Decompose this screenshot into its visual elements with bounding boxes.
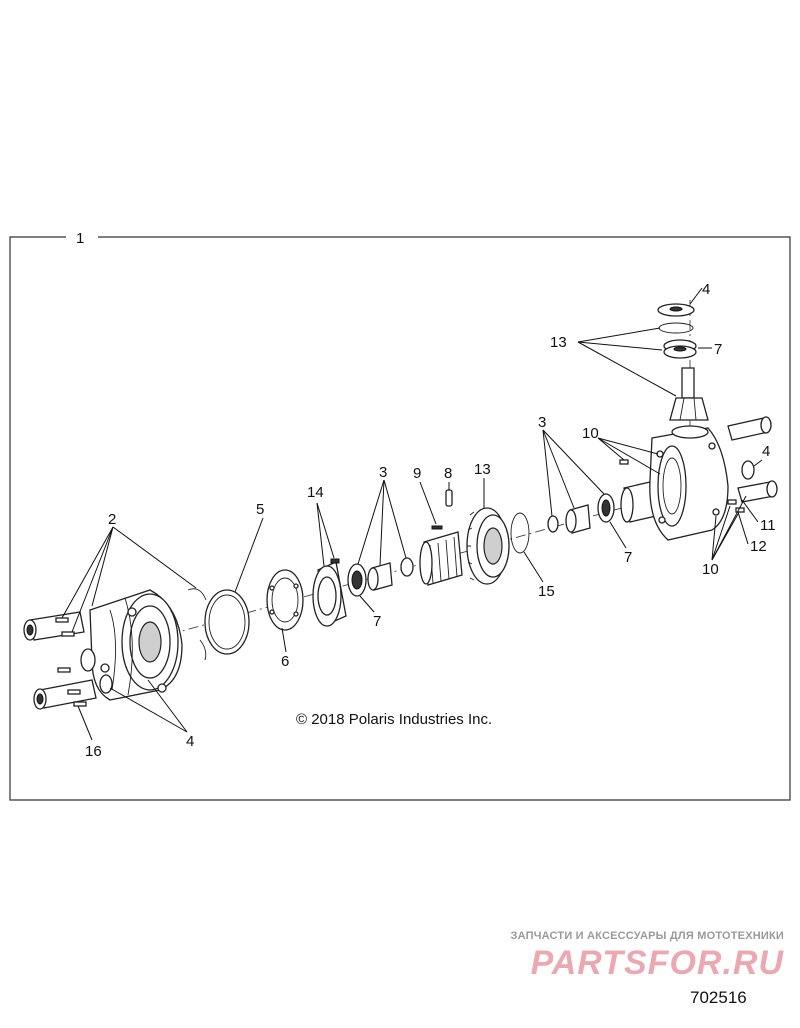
bearing-7-left [347, 563, 367, 597]
left-lower-shaft [33, 679, 97, 710]
bushing-3-d [565, 504, 591, 534]
callout-9: 9 [413, 465, 421, 482]
callout-4-top: 4 [702, 281, 710, 298]
snap-ring-15 [510, 512, 530, 554]
left-cover-housing [89, 589, 183, 701]
right-upper-shaft [727, 416, 772, 441]
callout-10-bottom: 10 [702, 561, 719, 578]
needle-cage-9 [419, 531, 463, 586]
main-gearcase-housing [649, 425, 729, 541]
callout-6: 6 [281, 653, 289, 670]
callout-13-mid: 13 [474, 461, 491, 478]
callout-4-right: 4 [762, 443, 770, 460]
pinion-shim [658, 322, 694, 334]
callout-10-top: 10 [582, 425, 599, 442]
pinion-seal-4 [657, 303, 695, 317]
sleeve [620, 481, 657, 523]
copyright-notice: © 2018 Polaris Industries Inc. [296, 711, 492, 728]
bushing-3-a [367, 562, 393, 591]
bearing-7-right [597, 493, 615, 523]
callout-8: 8 [444, 465, 452, 482]
washer-3-b [400, 557, 414, 577]
callout-4-left: 4 [186, 733, 194, 750]
pin-8 [445, 489, 453, 507]
ring-gear-13 [466, 507, 510, 585]
watermark-tagline: ЗАПЧАСТИ И АКСЕССУАРЫ ДЛЯ МОТОТЕХНИКИ [510, 930, 784, 942]
left-seal-lower [99, 674, 113, 694]
pinion-bearing-7 [663, 339, 697, 359]
callout-11: 11 [760, 517, 776, 534]
callout-2: 2 [108, 511, 116, 528]
callout-16: 16 [85, 743, 102, 760]
bushing-3-c [547, 515, 559, 533]
callout-15: 15 [538, 583, 555, 600]
callout-assembly: 1 [76, 230, 84, 247]
plate-6 [266, 569, 304, 631]
callout-7-a: 7 [373, 613, 381, 630]
pinion-gear-13 [669, 367, 709, 421]
callout-14: 14 [307, 484, 324, 501]
callout-13-top: 13 [550, 334, 567, 351]
leader-lines [61, 287, 763, 741]
left-upper-shaft [23, 611, 85, 641]
left-seal-upper [80, 648, 96, 672]
left-oring [187, 588, 207, 661]
housing-bolts [55, 617, 87, 707]
callout-3-a: 3 [379, 464, 387, 481]
watermark: ЗАПЧАСТИ И АКСЕССУАРЫ ДЛЯ МОТОТЕХНИКИ PA… [484, 930, 784, 982]
right-seal-4 [741, 460, 755, 480]
callout-7-b: 7 [624, 549, 632, 566]
callout-12: 12 [750, 538, 767, 555]
roller-9-small [431, 525, 443, 530]
armature-hub-14 [312, 558, 347, 627]
assembly-frame [9, 236, 791, 801]
callout-5: 5 [256, 501, 264, 518]
callout-7-top: 7 [714, 341, 722, 358]
callout-3-b: 3 [538, 414, 546, 431]
diagram-id: 702516 [690, 988, 747, 1007]
right-lower-shaft [737, 480, 778, 503]
watermark-brand-logo: PARTSFOR.RU [530, 944, 784, 982]
plate-5 [204, 589, 250, 655]
